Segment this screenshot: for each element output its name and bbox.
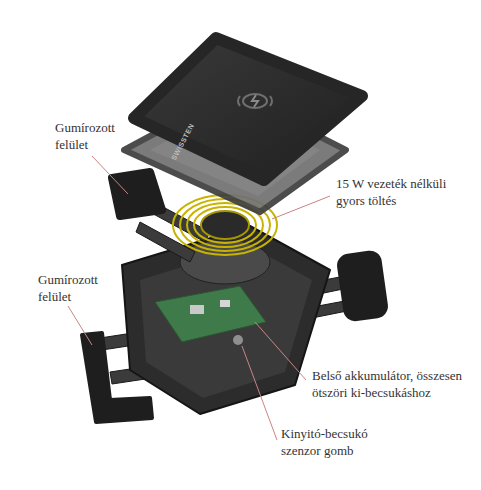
callout-label: Kinyitó-becsukó szenzor gomb <box>281 426 393 460</box>
callout-label: 15 W vezeték nélküli gyors töltés <box>336 176 471 210</box>
chip <box>190 305 204 314</box>
callout-label: Gumírozott felület <box>38 272 113 306</box>
leader-lines <box>68 156 330 440</box>
circuit-board <box>155 286 266 342</box>
chip <box>220 300 230 307</box>
sensor-button <box>233 335 243 345</box>
callout-label: Gumírozott felület <box>55 120 130 154</box>
brand-text: SWISSTEN <box>170 122 195 161</box>
wireless-symbol <box>238 94 272 108</box>
callout-label: Belső akkumulátor, összesen ötszöri ki-b… <box>312 368 477 402</box>
top-pad <box>134 38 362 180</box>
